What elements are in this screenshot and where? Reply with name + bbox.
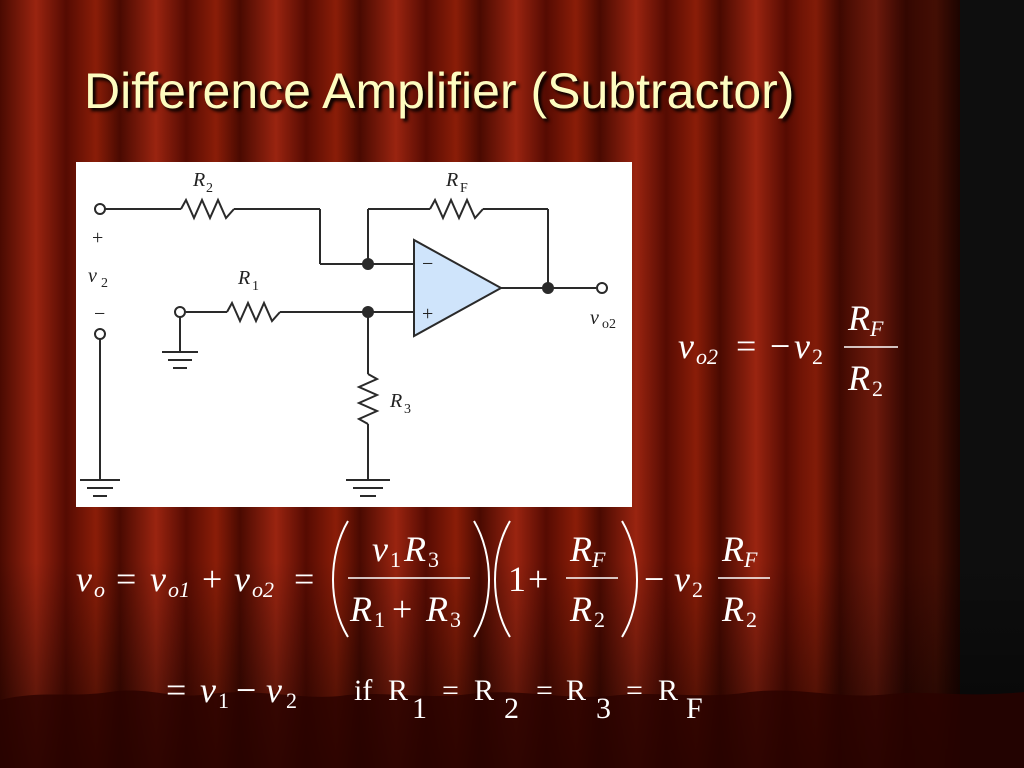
eq2-eq1: =	[116, 559, 136, 599]
eq2-f1-den-r1: R	[349, 589, 372, 629]
resistor-r1	[226, 300, 281, 324]
equation-vo2: v o2 = − v 2 R F R 2	[670, 290, 910, 410]
eq3-r2-sub: 2	[504, 692, 519, 725]
eq2-f2-num-sub: F	[591, 547, 606, 572]
eq1-num: R	[847, 298, 870, 338]
v2-sub: 2	[101, 276, 108, 291]
rf-sub: F	[460, 181, 468, 196]
r1-label: R	[237, 267, 250, 289]
resistor-r3	[356, 373, 380, 425]
opamp-minus-label: −	[422, 253, 433, 275]
r3-sub: 3	[404, 402, 411, 417]
eq3-r1: R	[388, 674, 408, 707]
v2-bottom-terminal	[94, 328, 106, 340]
v2-minus-label: −	[94, 303, 105, 325]
left-paren-2	[494, 520, 511, 638]
eq2-f1-num-v-sub: 1	[390, 547, 401, 572]
eq3-v1-sub: 1	[218, 688, 229, 713]
eq1-equals: =	[736, 326, 756, 366]
eq2-v2: v	[674, 559, 690, 599]
eq2-vo2-sub: o2	[252, 577, 274, 602]
slide-title: Difference Amplifier (Subtractor)	[84, 63, 795, 119]
eq3-eq: =	[166, 670, 186, 710]
eq2-vo1: v	[150, 559, 166, 599]
eq1-den-sub: 2	[872, 376, 883, 401]
eq2-vo2: v	[234, 559, 250, 599]
eq3-minus: −	[236, 670, 256, 710]
eq2-plus2: +	[528, 559, 548, 599]
eq3-eq-b: =	[536, 674, 553, 707]
eq3-v1: v	[200, 670, 216, 710]
eq2-f3-den: R	[721, 589, 744, 629]
eq1-den: R	[847, 358, 870, 398]
circuit-diagram: − + R 2 R F R 1 R 3	[76, 162, 632, 507]
eq3-v2-sub: 2	[286, 688, 297, 713]
resistor-rf	[429, 197, 484, 221]
eq2-f1-den-r3-sub: 3	[450, 607, 461, 632]
r1-sub: 1	[252, 279, 259, 294]
eq3-eq-c: =	[626, 674, 643, 707]
left-paren-1	[332, 520, 349, 638]
eq3-r3: R	[566, 674, 586, 707]
eq2-eq2: =	[294, 559, 314, 599]
eq2-f1-num-r: R	[403, 529, 426, 569]
eq2-f2-den: R	[569, 589, 592, 629]
eq1-v: v	[794, 326, 810, 366]
eq3-if: if	[354, 674, 372, 707]
equation-vo: v o = v o1 + v o2 = v 1 R 3 R 1 + R 3 1 …	[70, 515, 780, 645]
eq2-minus: −	[644, 559, 664, 599]
eq1-v-sub: 2	[812, 344, 823, 369]
eq2-f3-num-sub: F	[743, 547, 758, 572]
eq2-f2-num: R	[569, 529, 592, 569]
eq2-f1-num-v: v	[372, 529, 388, 569]
v2-plus-label: +	[92, 227, 103, 249]
eq3-eq-a: =	[442, 674, 459, 707]
eq1-num-sub: F	[869, 316, 884, 341]
v2-top-terminal	[94, 203, 106, 215]
eq2-f1-den-r3: R	[425, 589, 448, 629]
eq2-f1-num-r-sub: 3	[428, 547, 439, 572]
output-terminal	[596, 282, 608, 294]
eq3-r1-sub: 1	[412, 692, 427, 725]
eq1-minus: −	[770, 326, 790, 366]
eq2-f2-den-sub: 2	[594, 607, 605, 632]
vo2-sub: o2	[602, 317, 616, 332]
v2-label: v	[88, 265, 97, 287]
r2-sub: 2	[206, 181, 213, 196]
eq2-vo1-sub: o1	[168, 577, 190, 602]
eq2-f3-den-sub: 2	[746, 607, 757, 632]
v1-terminal	[174, 306, 186, 318]
node-output	[542, 282, 554, 294]
eq3-rf: R	[658, 674, 678, 707]
vo2-label: v	[590, 307, 599, 329]
eq2-vo-sub: o	[94, 577, 105, 602]
eq2-f3-num: R	[721, 529, 744, 569]
right-paren-2	[621, 520, 638, 638]
eq3-v2: v	[266, 670, 282, 710]
r3-label: R	[389, 390, 402, 412]
rf-label: R	[445, 169, 458, 191]
opamp-triangle	[413, 238, 504, 338]
eq2-plus1: +	[202, 559, 222, 599]
opamp-plus-label: +	[422, 303, 433, 325]
eq3-r2: R	[474, 674, 494, 707]
eq3-rf-sub: F	[686, 692, 703, 725]
eq1-lhs-var: v	[678, 326, 694, 366]
eq2-f1-den-r1-sub: 1	[374, 607, 385, 632]
eq2-v2-sub: 2	[692, 577, 703, 602]
eq2-f1-den-plus: +	[392, 589, 412, 629]
eq2-vo: v	[76, 559, 92, 599]
right-paren-1	[473, 520, 490, 638]
eq2-one: 1	[508, 559, 526, 599]
resistor-r2	[180, 197, 235, 221]
r2-label: R	[192, 169, 205, 191]
eq1-lhs-sub: o2	[696, 344, 718, 369]
eq3-r3-sub: 3	[596, 692, 611, 725]
equation-result: = v 1 − v 2 if R 1 = R 2 = R 3 = R F	[160, 660, 740, 730]
